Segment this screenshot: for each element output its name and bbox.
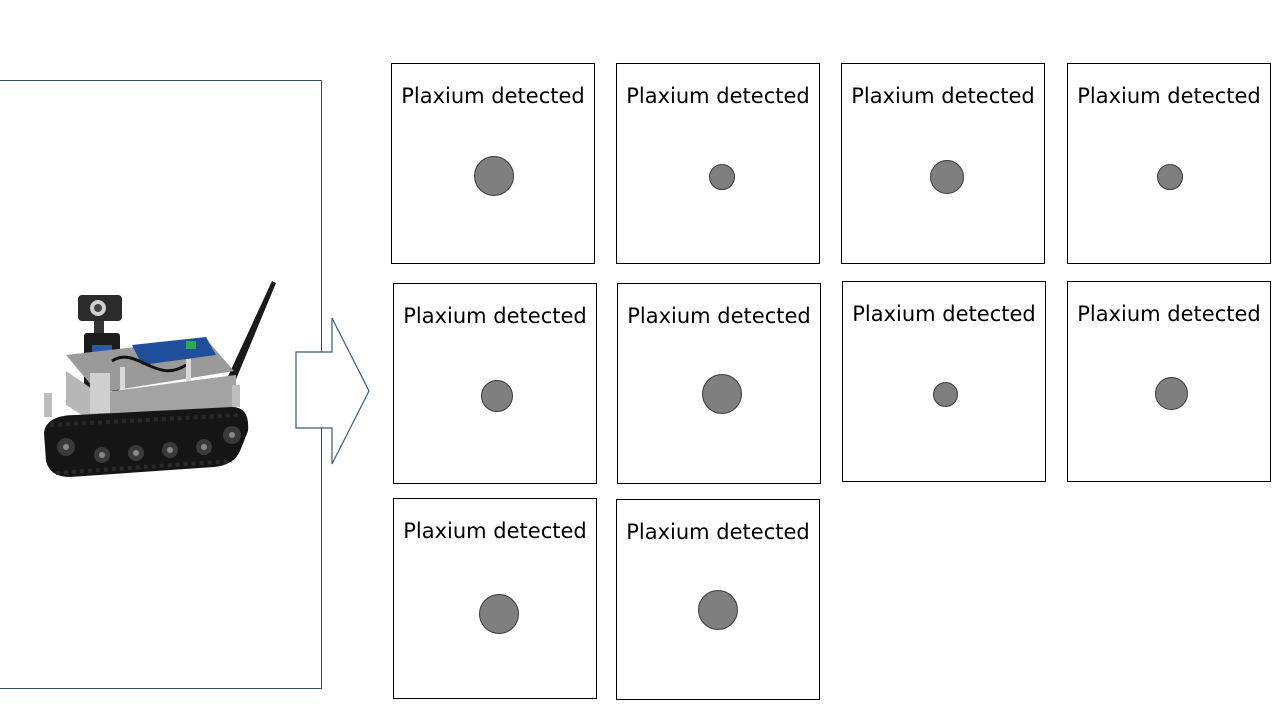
- detection-panel: Plaxium detected: [616, 63, 820, 264]
- robot-image-panel: [0, 80, 322, 689]
- detection-panel: Plaxium detected: [841, 63, 1045, 264]
- right-arrow: [295, 317, 370, 465]
- plaxium-blob: [481, 380, 513, 412]
- panel-label: Plaxium detected: [1077, 302, 1261, 326]
- detection-panel: Plaxium detected: [393, 283, 597, 484]
- plaxium-blob: [479, 594, 519, 634]
- panel-label: Plaxium detected: [401, 84, 585, 108]
- panel-label: Plaxium detected: [852, 302, 1036, 326]
- plaxium-blob: [930, 160, 964, 194]
- plaxium-blob: [709, 164, 735, 190]
- plaxium-blob: [1157, 164, 1183, 190]
- detection-panel: Plaxium detected: [842, 281, 1046, 482]
- plaxium-blob: [933, 382, 958, 407]
- panel-label: Plaxium detected: [626, 84, 810, 108]
- detection-panel: Plaxium detected: [393, 498, 597, 699]
- panel-label: Plaxium detected: [626, 520, 810, 544]
- plaxium-blob: [698, 590, 738, 630]
- plaxium-blob: [1155, 377, 1188, 410]
- detection-panel: Plaxium detected: [1067, 63, 1271, 264]
- detection-panel: Plaxium detected: [1067, 281, 1271, 482]
- panel-label: Plaxium detected: [403, 519, 587, 543]
- panel-label: Plaxium detected: [627, 304, 811, 328]
- panel-label: Plaxium detected: [851, 84, 1035, 108]
- panel-label: Plaxium detected: [1077, 84, 1261, 108]
- detection-panel: Plaxium detected: [391, 63, 595, 264]
- tracked-robot-image: [44, 281, 276, 477]
- detection-panel: Plaxium detected: [617, 283, 821, 484]
- plaxium-blob: [702, 374, 742, 414]
- panel-label: Plaxium detected: [403, 304, 587, 328]
- detection-panel: Plaxium detected: [616, 499, 820, 700]
- plaxium-blob: [474, 156, 514, 196]
